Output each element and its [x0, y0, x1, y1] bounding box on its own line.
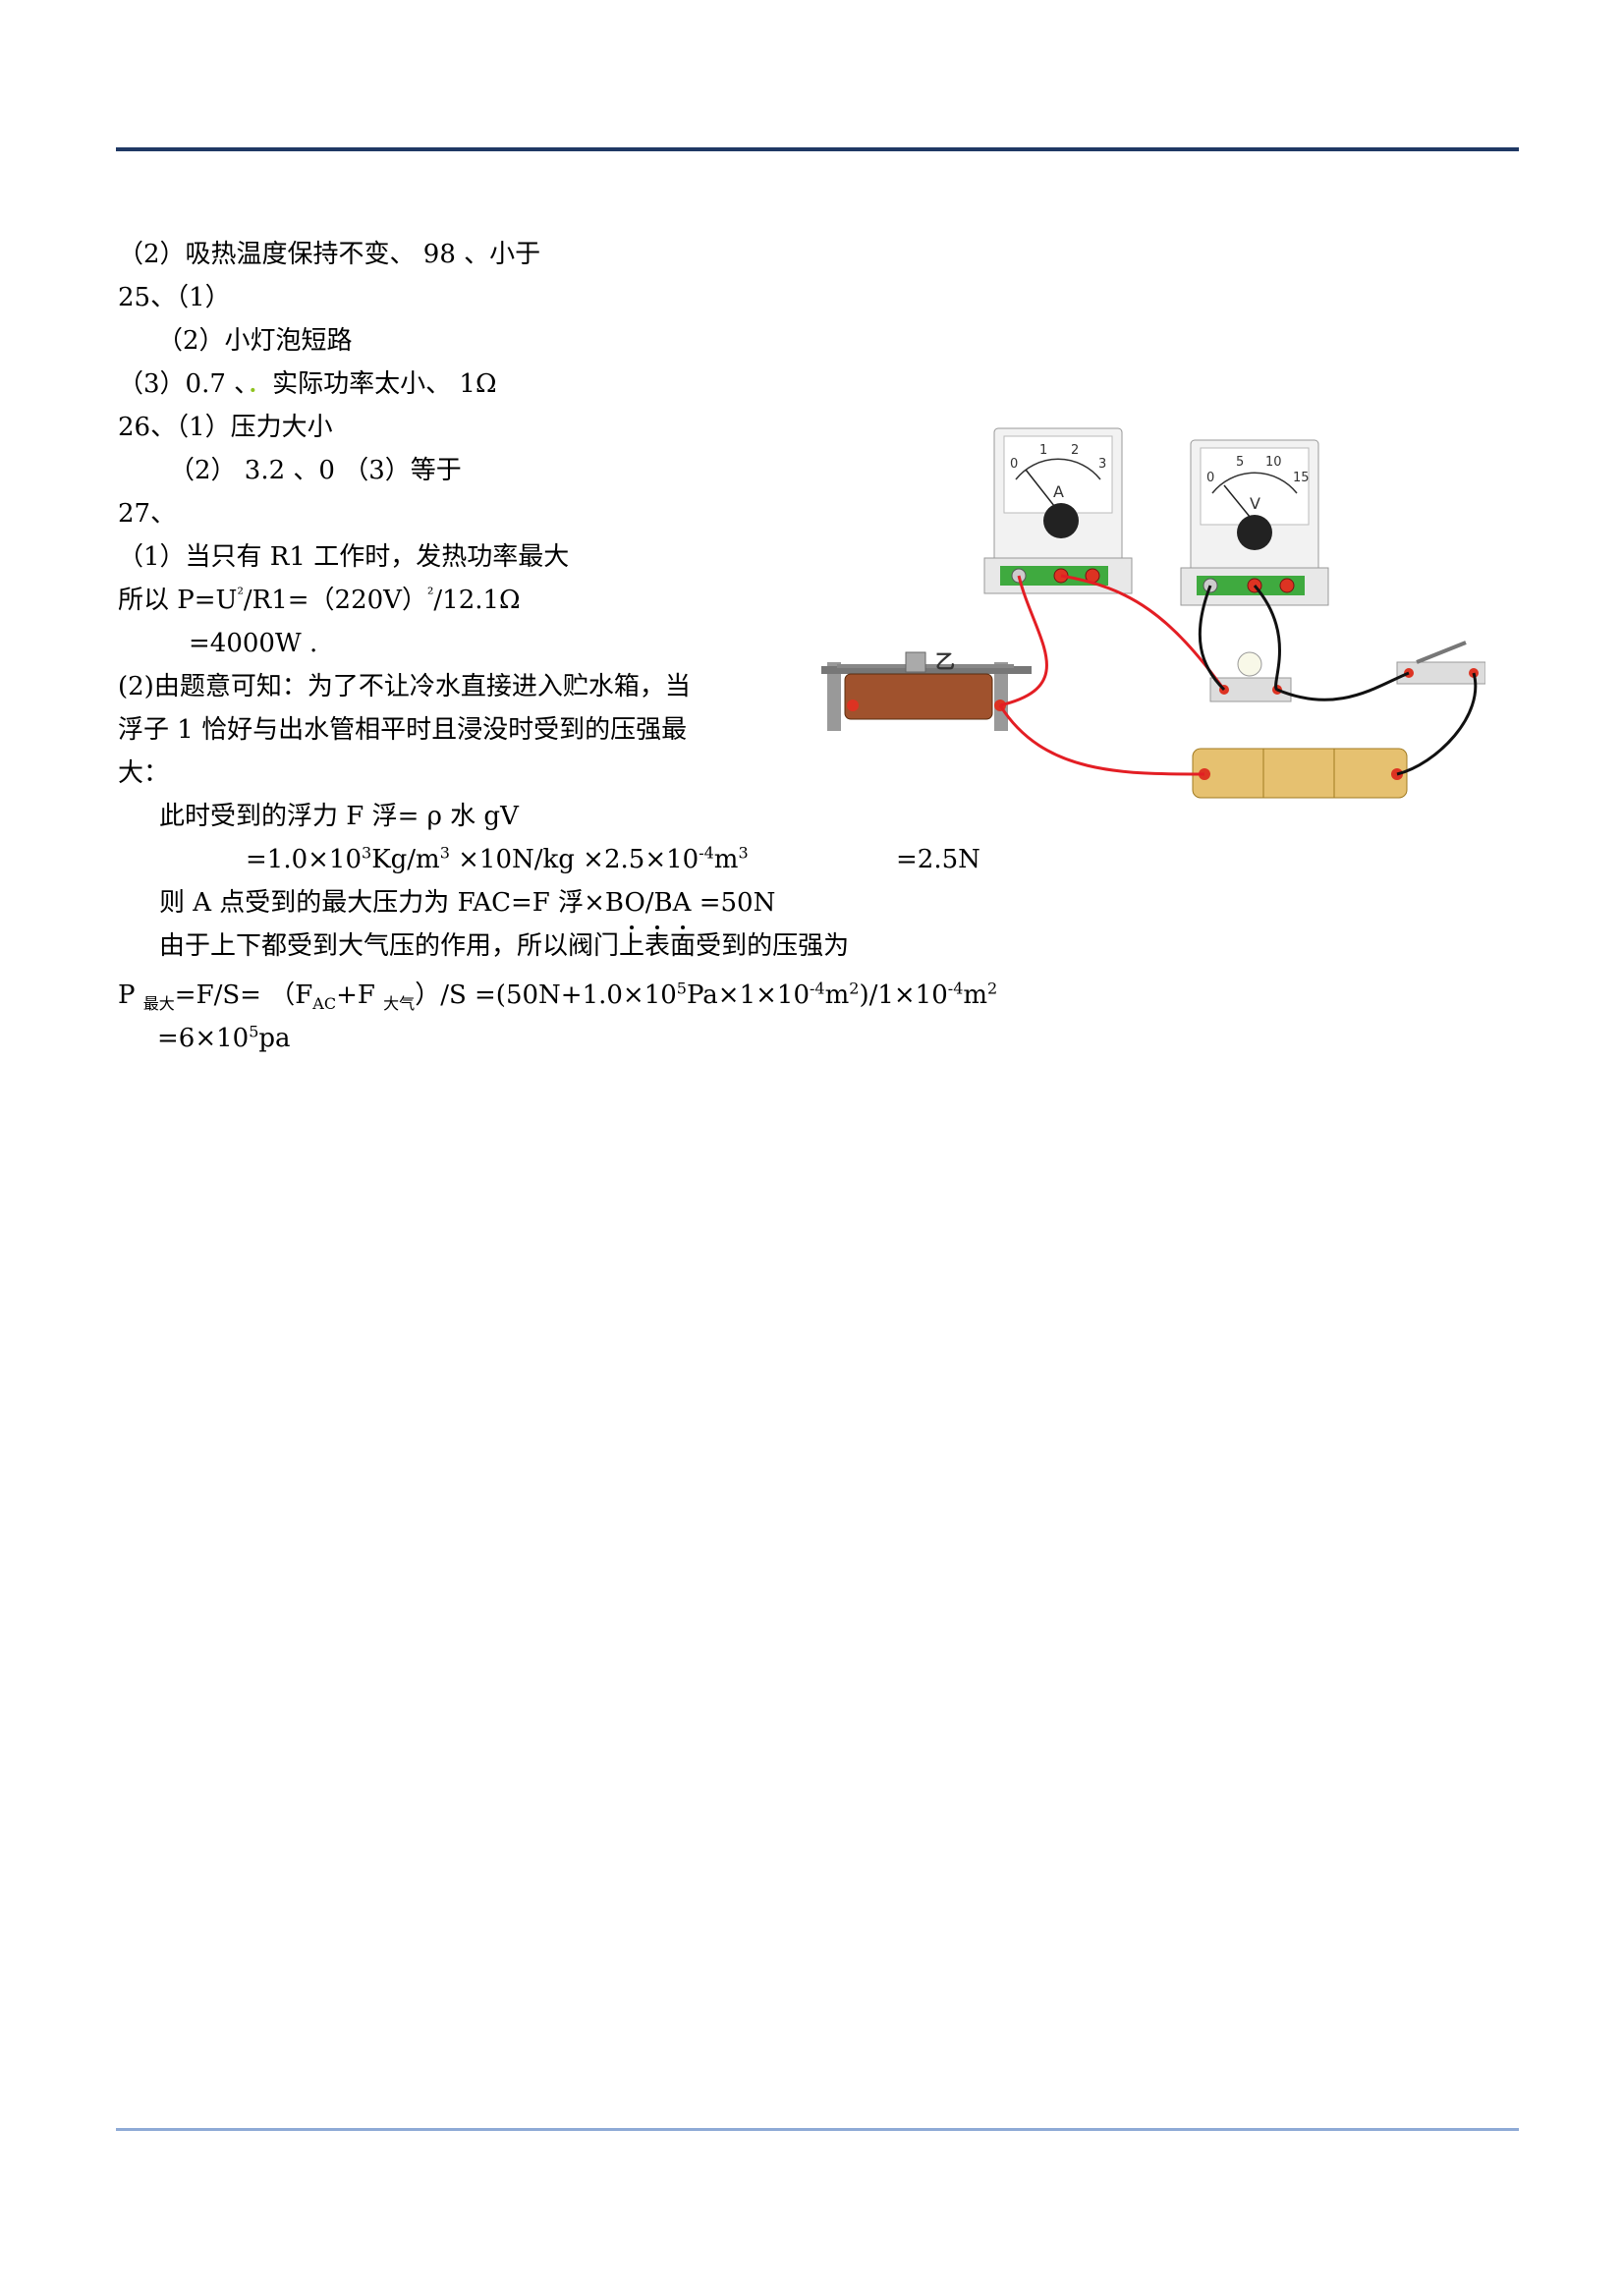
svg-text:2: 2	[1071, 443, 1079, 458]
answer-line-24-2: （2）吸热温度保持不变、 98 、小于	[118, 240, 541, 269]
wires	[998, 574, 1478, 776]
max-pressure-formula: P 最大=F/S= （FAC+F 大气）/S =(50N+1.0×105Pa×1…	[118, 979, 998, 1014]
svg-text:0: 0	[1206, 471, 1214, 485]
svg-text:15: 15	[1293, 471, 1310, 485]
svg-text:V: V	[1250, 494, 1260, 513]
answer-line-25-2: （2）小灯泡短路	[157, 326, 353, 356]
max-pressure-result: =6×105pa	[157, 1022, 291, 1053]
pressure-explanation: 由于上下都受到大气压的作用，所以阀门上表面受到的压强为	[159, 931, 850, 961]
svg-text:0: 0	[1010, 457, 1018, 472]
buoyancy-calculation: =1.0×103Kg/m3 ×10N/kg ×2.5×10-4m3	[246, 843, 749, 874]
footer-rule	[116, 2128, 1519, 2131]
max-force-line: 则 A 点受到的最大压力为 FAC=F 浮×BO/BA =50N	[159, 888, 776, 918]
answer-line-27-2b: 浮子 1 恰好与出水管相平时且浸没时受到的压强最	[118, 715, 688, 745]
svg-text:10: 10	[1265, 455, 1282, 470]
answer-line-25-3: （3）0.7 、．实际功率太小、 1Ω	[118, 369, 497, 399]
answer-line-27-2c: 大：	[118, 758, 170, 788]
voltmeter: 0 5 10 15 V	[1180, 439, 1329, 606]
svg-text:5: 5	[1236, 455, 1244, 470]
power-result: =4000W .	[189, 629, 318, 658]
header-rule	[116, 147, 1519, 151]
answer-line-25: 25、（1）	[118, 283, 231, 312]
answer-line-26: 26、（1）压力大小	[118, 413, 333, 442]
power-formula: 所以 P=U²/R1=（220V）²/12.1Ω	[118, 584, 521, 615]
answer-line-27-1: （1）当只有 R1 工作时，发热功率最大	[118, 542, 570, 572]
circuit-diagram: 0 1 2 3 A 0 5 10 15 V 乙	[821, 427, 1485, 799]
answer-line-27: 27、	[118, 499, 177, 529]
battery	[1192, 748, 1408, 799]
ammeter: 0 1 2 3 A	[983, 427, 1133, 594]
buoyancy-formula: 此时受到的浮力 F 浮= ρ 水 gV	[159, 802, 519, 831]
svg-text:乙: 乙	[935, 649, 955, 673]
svg-text:3: 3	[1098, 457, 1106, 472]
svg-text:A: A	[1053, 482, 1064, 501]
svg-text:1: 1	[1039, 443, 1047, 458]
answer-line-26-2: （2） 3.2 、0 （3）等于	[169, 456, 462, 485]
answer-line-27-2a: (2)由题意可知：为了不让冷水直接进入贮水箱，当	[118, 672, 691, 701]
rheostat: 乙	[821, 649, 1032, 731]
switch	[1396, 641, 1485, 685]
buoyancy-result: =2.5N	[896, 845, 980, 874]
